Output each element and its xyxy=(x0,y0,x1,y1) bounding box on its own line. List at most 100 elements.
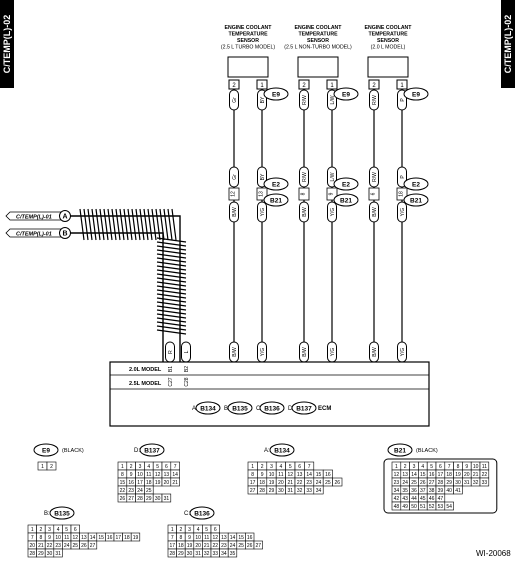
wire-color-label: B/W xyxy=(372,347,378,357)
connector-cell-number: 30 xyxy=(455,480,461,486)
wire-color-label: Y/G xyxy=(330,208,336,217)
connector-tag-label: B134 xyxy=(200,406,216,413)
connector-cell-number: 6 xyxy=(298,464,301,470)
wire-color-label: P xyxy=(400,175,406,179)
connector-cell-number: 12 xyxy=(394,472,400,478)
connector-cell-number: 23 xyxy=(221,543,227,549)
pin-label: 8 xyxy=(301,192,307,195)
twist-hatch xyxy=(156,273,187,279)
connector-cell-number: 18 xyxy=(146,480,152,486)
connector-tag-e9 xyxy=(403,87,429,101)
connector-cell-number: 11 xyxy=(204,535,209,541)
sensor-title-line: SENSOR xyxy=(307,38,329,44)
connector-cell-number: 16 xyxy=(247,535,253,541)
wire-color-label: Y/G xyxy=(260,348,266,357)
twist-hatch xyxy=(123,208,129,241)
side-tab-left: C/TEMP(L)-02 xyxy=(0,0,14,88)
connector-cell-number: 20 xyxy=(278,480,284,486)
twist-hatch xyxy=(156,281,187,287)
sensor-body xyxy=(227,56,269,78)
connector-cell-number: 23 xyxy=(128,488,134,494)
connector-cell-number: 24 xyxy=(316,480,322,486)
twist-hatch xyxy=(156,325,187,331)
connector-tag-label: B21 xyxy=(410,198,422,205)
connector-cell-number: 7 xyxy=(308,464,311,470)
connector-cell-number: 13 xyxy=(81,535,87,541)
connector-face-prefix: D: xyxy=(134,448,140,454)
connector-cell-number: 33 xyxy=(213,551,219,557)
twist-hatch xyxy=(156,297,187,303)
ecm-pin-label: C28 xyxy=(184,377,190,386)
figure-id: WI-20068 xyxy=(476,549,511,558)
connector-cell-number: 16 xyxy=(107,535,113,541)
twist-hatch xyxy=(95,208,101,241)
twist-hatch xyxy=(99,208,105,241)
connector-cell-number: 5 xyxy=(289,464,292,470)
connector-tag-label: B21 xyxy=(394,448,406,455)
ecm-connector-tag xyxy=(259,401,285,415)
connector-cell-number: 26 xyxy=(81,543,87,549)
connector-cell-number: 2 xyxy=(261,464,264,470)
connector-cell-number: 23 xyxy=(306,480,312,486)
connector-cell xyxy=(227,548,238,558)
connector-cell-number: 14 xyxy=(306,472,312,478)
connector-cell-number: 12 xyxy=(288,472,294,478)
sensor-pin-number: 2 xyxy=(372,83,376,89)
connector-cell-number: 28 xyxy=(259,488,265,494)
connector-cell-number: 21 xyxy=(288,480,294,486)
connector-tag-b21 xyxy=(403,193,429,207)
connector-cell-number: 30 xyxy=(187,551,193,557)
connector-tag-b21 xyxy=(333,193,359,207)
pin-label: 18 xyxy=(399,191,405,197)
connector-cell-number: 9 xyxy=(130,472,133,478)
connector-cell-number: 34 xyxy=(316,488,322,494)
connector-cell-number: 25 xyxy=(146,488,152,494)
wire-color-label: L/W xyxy=(330,172,336,181)
connector-face-tag xyxy=(387,443,413,457)
ecm-connector-letter: B: xyxy=(224,406,230,412)
wire-color-capsule xyxy=(397,201,407,223)
connector-cell-number: 23 xyxy=(394,480,400,486)
connector-tag-label: B135 xyxy=(232,406,248,413)
wire-color-label: Gr xyxy=(232,174,238,180)
connector-cell-number: 21 xyxy=(172,480,178,486)
twist-hatch xyxy=(135,208,141,241)
reference-letter: B xyxy=(62,231,67,238)
connector-tag-label: E9 xyxy=(272,92,280,99)
connector-tag-label: E2 xyxy=(412,182,420,189)
ecm-connector-letter: C: xyxy=(256,406,262,412)
connector-cell-number: 1 xyxy=(31,527,34,533)
wire-color-capsule xyxy=(299,201,309,223)
twist-hatch xyxy=(115,208,121,241)
twist-hatch xyxy=(156,237,187,243)
wire-color-label: L xyxy=(184,350,190,353)
ecm-connector-letter: D: xyxy=(288,406,294,412)
wire-color-label: B/W xyxy=(302,347,308,357)
wire-color-capsule xyxy=(327,201,337,223)
connector-cell-number: 17 xyxy=(250,480,256,486)
connector-cell-number: 5 xyxy=(205,527,208,533)
pin-label: 9 xyxy=(329,192,335,195)
connector-cell-number: 32 xyxy=(204,551,210,557)
connector-cell-number: 5 xyxy=(156,464,159,470)
connector-tag-e2 xyxy=(333,177,359,191)
connector-cell-number: 8 xyxy=(457,464,460,470)
sensor-title-line: TEMPERATURE xyxy=(228,32,268,38)
connector-cell-number: 28 xyxy=(170,551,176,557)
sensor-title-line: SENSOR xyxy=(237,38,259,44)
twist-hatch xyxy=(156,317,187,323)
connector-cell-number: 26 xyxy=(335,480,341,486)
connector-cell-number: 41 xyxy=(455,488,461,494)
connector-e2-pin xyxy=(256,187,268,201)
connector-face-tag xyxy=(33,443,59,457)
wire-color-label: R/W xyxy=(302,172,308,182)
connector-cell-number: 7 xyxy=(171,535,174,541)
connector-e2-pin xyxy=(228,187,240,201)
connector-tag-label: B21 xyxy=(270,198,282,205)
connector-cell-number: 28 xyxy=(30,551,36,557)
connector-face-tag xyxy=(269,443,295,457)
connector-cell-number: 48 xyxy=(394,504,400,510)
connector-cell-number: 25 xyxy=(238,543,244,549)
